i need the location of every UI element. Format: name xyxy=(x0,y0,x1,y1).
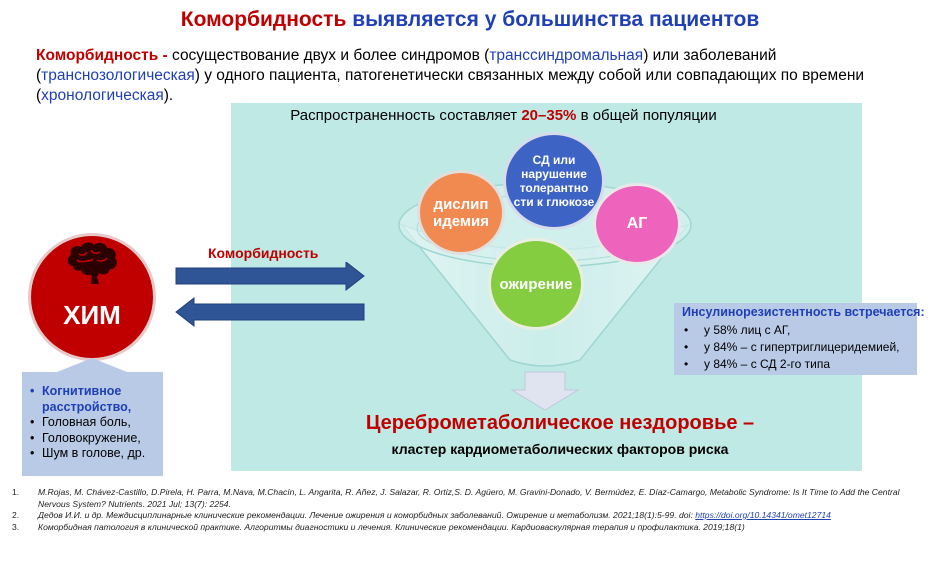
insulin-resistance-list: у 58% лиц с АГ, у 84% – с гипертриглицер… xyxy=(682,322,917,373)
insulin-item: у 84% – с СД 2-го типа xyxy=(682,356,917,373)
definition-text-1: сосуществование двух и более синдромов ( xyxy=(172,47,490,64)
reference-item: 3. Коморбидная патология в клинической п… xyxy=(10,522,910,534)
references: 1. M.Rojas, M. Chávez-Castillo, D.Pirela… xyxy=(10,487,910,533)
prevalence-text: Распространенность составляет 20–35% в о… xyxy=(231,107,776,124)
definition-term: Коморбидность - xyxy=(36,47,168,64)
reference-text: M.Rojas, M. Chávez-Castillo, D.Pirela, H… xyxy=(38,487,900,509)
result-subheading: кластер кардиометаболических факторов ри… xyxy=(391,441,729,457)
reference-number: 2. xyxy=(12,510,20,520)
definition-text-2: ) или заболеваний ( xyxy=(36,47,777,84)
bidirectional-arrows xyxy=(175,262,365,328)
reference-item: 1. M.Rojas, M. Chávez-Castillo, D.Pirela… xyxy=(10,487,910,510)
insulin-item: у 58% лиц с АГ, xyxy=(682,322,917,339)
symptom-item: Шум в голове, др. xyxy=(22,446,163,462)
result-heading: Цереброметаболическое нездоровье – xyxy=(365,412,755,434)
circle-diabetes: СД или нарушение толерантно сти к глюкоз… xyxy=(503,132,605,230)
term-transnosological: транснозологическая xyxy=(41,67,195,84)
comorbidity-label: Коморбидность xyxy=(208,245,319,261)
symptoms-list: Когнитивное расстройство, Головная боль,… xyxy=(22,384,163,462)
brain-icon xyxy=(67,242,117,284)
insulin-resistance-title: Инсулинорезистентность встречается: xyxy=(682,305,925,319)
reference-item: 2. Дедов И.И. и др. Междисциплинарные кл… xyxy=(10,510,910,522)
definition-text-3: ) у одного пациента, патогенетически свя… xyxy=(36,67,865,104)
prevalence-value: 20–35% xyxy=(521,107,577,124)
prevalence-before: Распространенность составляет xyxy=(290,107,518,124)
symptom-item: Головная боль, xyxy=(22,415,163,431)
reference-number: 1. xyxy=(12,487,20,497)
arrow-right-icon xyxy=(175,262,365,292)
him-label: ХИМ xyxy=(63,300,121,330)
circle-obesity: ожирение xyxy=(488,238,584,330)
prevalence-after: в общей популяции xyxy=(580,107,717,124)
symptom-item: Когнитивное расстройство, xyxy=(22,384,163,415)
arrow-left-icon xyxy=(175,296,365,328)
definition-paragraph: Коморбидность - сосуществование двух и б… xyxy=(36,46,916,106)
reference-text: Дедов И.И. и др. Междисциплинарные клини… xyxy=(38,510,693,520)
circle-hypertension: АГ xyxy=(593,183,681,265)
insulin-item: у 84% – с гипертриглицеридемией, xyxy=(682,339,917,356)
page-title: Коморбидность выявляется у большинства п… xyxy=(0,8,940,32)
reference-text: Коморбидная патология в клинической прак… xyxy=(38,521,745,532)
title-rest: выявляется у большинства пациентов xyxy=(352,8,760,31)
term-transsyndromal: транссиндромальная xyxy=(489,47,644,64)
definition-text-4: ). xyxy=(163,87,174,104)
circle-dyslipidemia: дислип идемия xyxy=(417,170,505,255)
reference-doi-link[interactable]: https://doi.org/10.14341/omet12714 xyxy=(695,510,831,520)
title-term: Коморбидность xyxy=(180,8,347,31)
term-chronological: хронологическая xyxy=(41,87,164,104)
symptom-item: Головокружение, xyxy=(22,431,163,447)
funnel-down-arrow-icon xyxy=(510,371,580,411)
symptoms-callout-pointer xyxy=(52,358,132,374)
reference-number: 3. xyxy=(12,521,20,532)
